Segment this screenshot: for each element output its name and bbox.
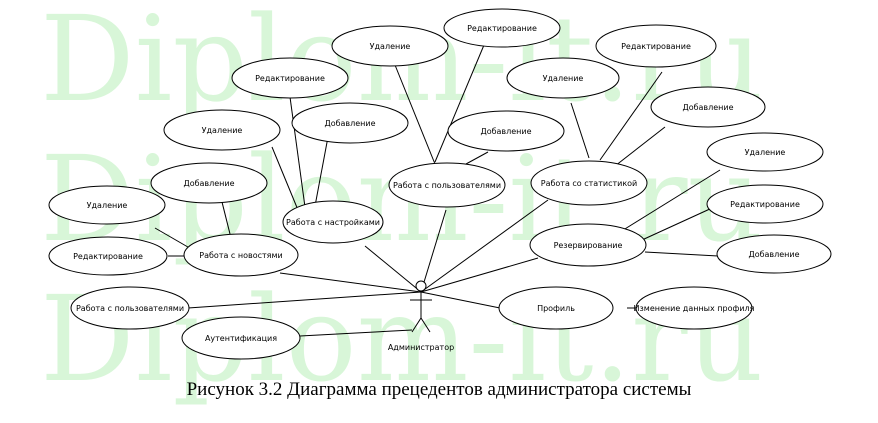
link-actor-users-2 bbox=[187, 291, 422, 309]
use-case-work-settings: Работа с настройками bbox=[282, 200, 384, 244]
link-actor-stats bbox=[420, 199, 549, 293]
use-case-label: Добавление bbox=[183, 179, 234, 188]
link-news-add bbox=[221, 201, 231, 235]
use-case-add-stats: Добавление bbox=[650, 86, 766, 128]
use-case-label: Добавление bbox=[682, 103, 733, 112]
link-users1-edit bbox=[434, 44, 485, 163]
use-cases: Редактирование Удаление Добавление Работ… bbox=[48, 8, 832, 360]
link-reserve-add bbox=[644, 251, 719, 257]
use-case-label: Резервирование bbox=[554, 241, 623, 250]
use-case-label: Редактирование bbox=[73, 252, 143, 261]
use-case-label: Работа с настройками bbox=[286, 218, 380, 227]
figure-caption: Рисунок 3.2 Диаграмма прецедентов админи… bbox=[186, 379, 692, 400]
use-case-label: Редактирование bbox=[730, 200, 800, 209]
use-case-label: Аутентификация bbox=[205, 334, 277, 343]
link-settings-edit bbox=[289, 96, 306, 208]
use-case-label: Редактирование bbox=[621, 42, 691, 51]
link-stats-edit bbox=[599, 71, 663, 161]
association-lines bbox=[154, 44, 721, 337]
link-actor-profile bbox=[420, 291, 501, 309]
use-case-delete-news: Удаление bbox=[48, 185, 166, 225]
use-case-label: Удаление bbox=[543, 74, 584, 83]
use-case-label: Работа с пользователями bbox=[393, 181, 501, 190]
link-users1-add bbox=[465, 151, 489, 165]
use-case-label: Удаление bbox=[87, 201, 128, 210]
link-actor-users-1 bbox=[420, 209, 447, 293]
use-case-label: Удаление bbox=[745, 148, 786, 157]
use-case-label: Добавление bbox=[748, 250, 799, 259]
link-reserve-delete bbox=[619, 169, 721, 233]
actor-left-leg bbox=[411, 317, 422, 333]
use-case-profile: Профиль bbox=[498, 286, 614, 330]
use-case-label: Удаление bbox=[202, 126, 243, 135]
actor-head bbox=[415, 280, 427, 292]
link-stats-add bbox=[614, 126, 666, 167]
use-case-label: Изменение данных профиля bbox=[634, 304, 755, 313]
link-users1-delete bbox=[394, 64, 436, 165]
use-case-work-stats: Работа со статистикой bbox=[530, 160, 648, 206]
link-settings-add bbox=[314, 136, 329, 207]
use-case-label: Работа со статистикой bbox=[541, 179, 638, 188]
link-stats-delete bbox=[570, 102, 590, 159]
link-actor-settings bbox=[364, 245, 422, 293]
use-case-add-reserve: Добавление bbox=[716, 234, 832, 274]
use-case-add-news: Добавление bbox=[150, 162, 268, 204]
use-case-work-news: Работа с новостями bbox=[183, 233, 299, 277]
actor-label: Администратор bbox=[388, 343, 454, 352]
use-case-delete-stats: Удаление bbox=[506, 57, 620, 99]
use-case-delete-users: Удаление bbox=[331, 25, 449, 67]
use-case-reserve: Резервирование bbox=[529, 223, 647, 267]
use-case-label: Редактирование bbox=[255, 74, 325, 83]
use-case-label: Добавление bbox=[324, 119, 375, 128]
link-settings-delete bbox=[271, 146, 299, 211]
use-case-label: Добавление bbox=[480, 127, 531, 136]
use-case-add-users: Добавление bbox=[447, 110, 565, 152]
use-case-auth: Аутентификация bbox=[181, 316, 301, 360]
actor-right-leg bbox=[420, 317, 431, 333]
link-reserve-edit bbox=[641, 207, 713, 241]
use-case-edit-users: Редактирование bbox=[443, 8, 561, 48]
use-case-edit-settings: Редактирование bbox=[231, 57, 349, 99]
actor-administrator: Администратор bbox=[388, 280, 454, 352]
use-case-edit-news: Редактирование bbox=[48, 236, 168, 276]
use-case-add-settings: Добавление bbox=[291, 102, 409, 144]
use-case-label: Редактирование bbox=[467, 24, 537, 33]
use-case-edit-reserve: Редактирование bbox=[706, 184, 824, 224]
link-actor-reserve bbox=[420, 257, 539, 293]
link-actor-auth bbox=[299, 329, 413, 337]
use-case-work-users-1: Работа с пользователями bbox=[388, 162, 506, 208]
use-case-label: Удаление bbox=[370, 42, 411, 51]
use-case-change-profile: Изменение данных профиля bbox=[634, 286, 755, 330]
use-case-label: Работа с пользователями bbox=[76, 304, 184, 313]
link-actor-news bbox=[279, 272, 422, 293]
use-case-delete-reserve: Удаление bbox=[706, 132, 824, 172]
use-case-work-users-2: Работа с пользователями bbox=[70, 286, 190, 330]
use-case-label: Профиль bbox=[537, 304, 575, 313]
use-case-label: Работа с новостями bbox=[199, 251, 282, 260]
use-case-edit-stats: Редактирование bbox=[595, 24, 717, 68]
use-case-delete-settings: Удаление bbox=[163, 109, 281, 151]
